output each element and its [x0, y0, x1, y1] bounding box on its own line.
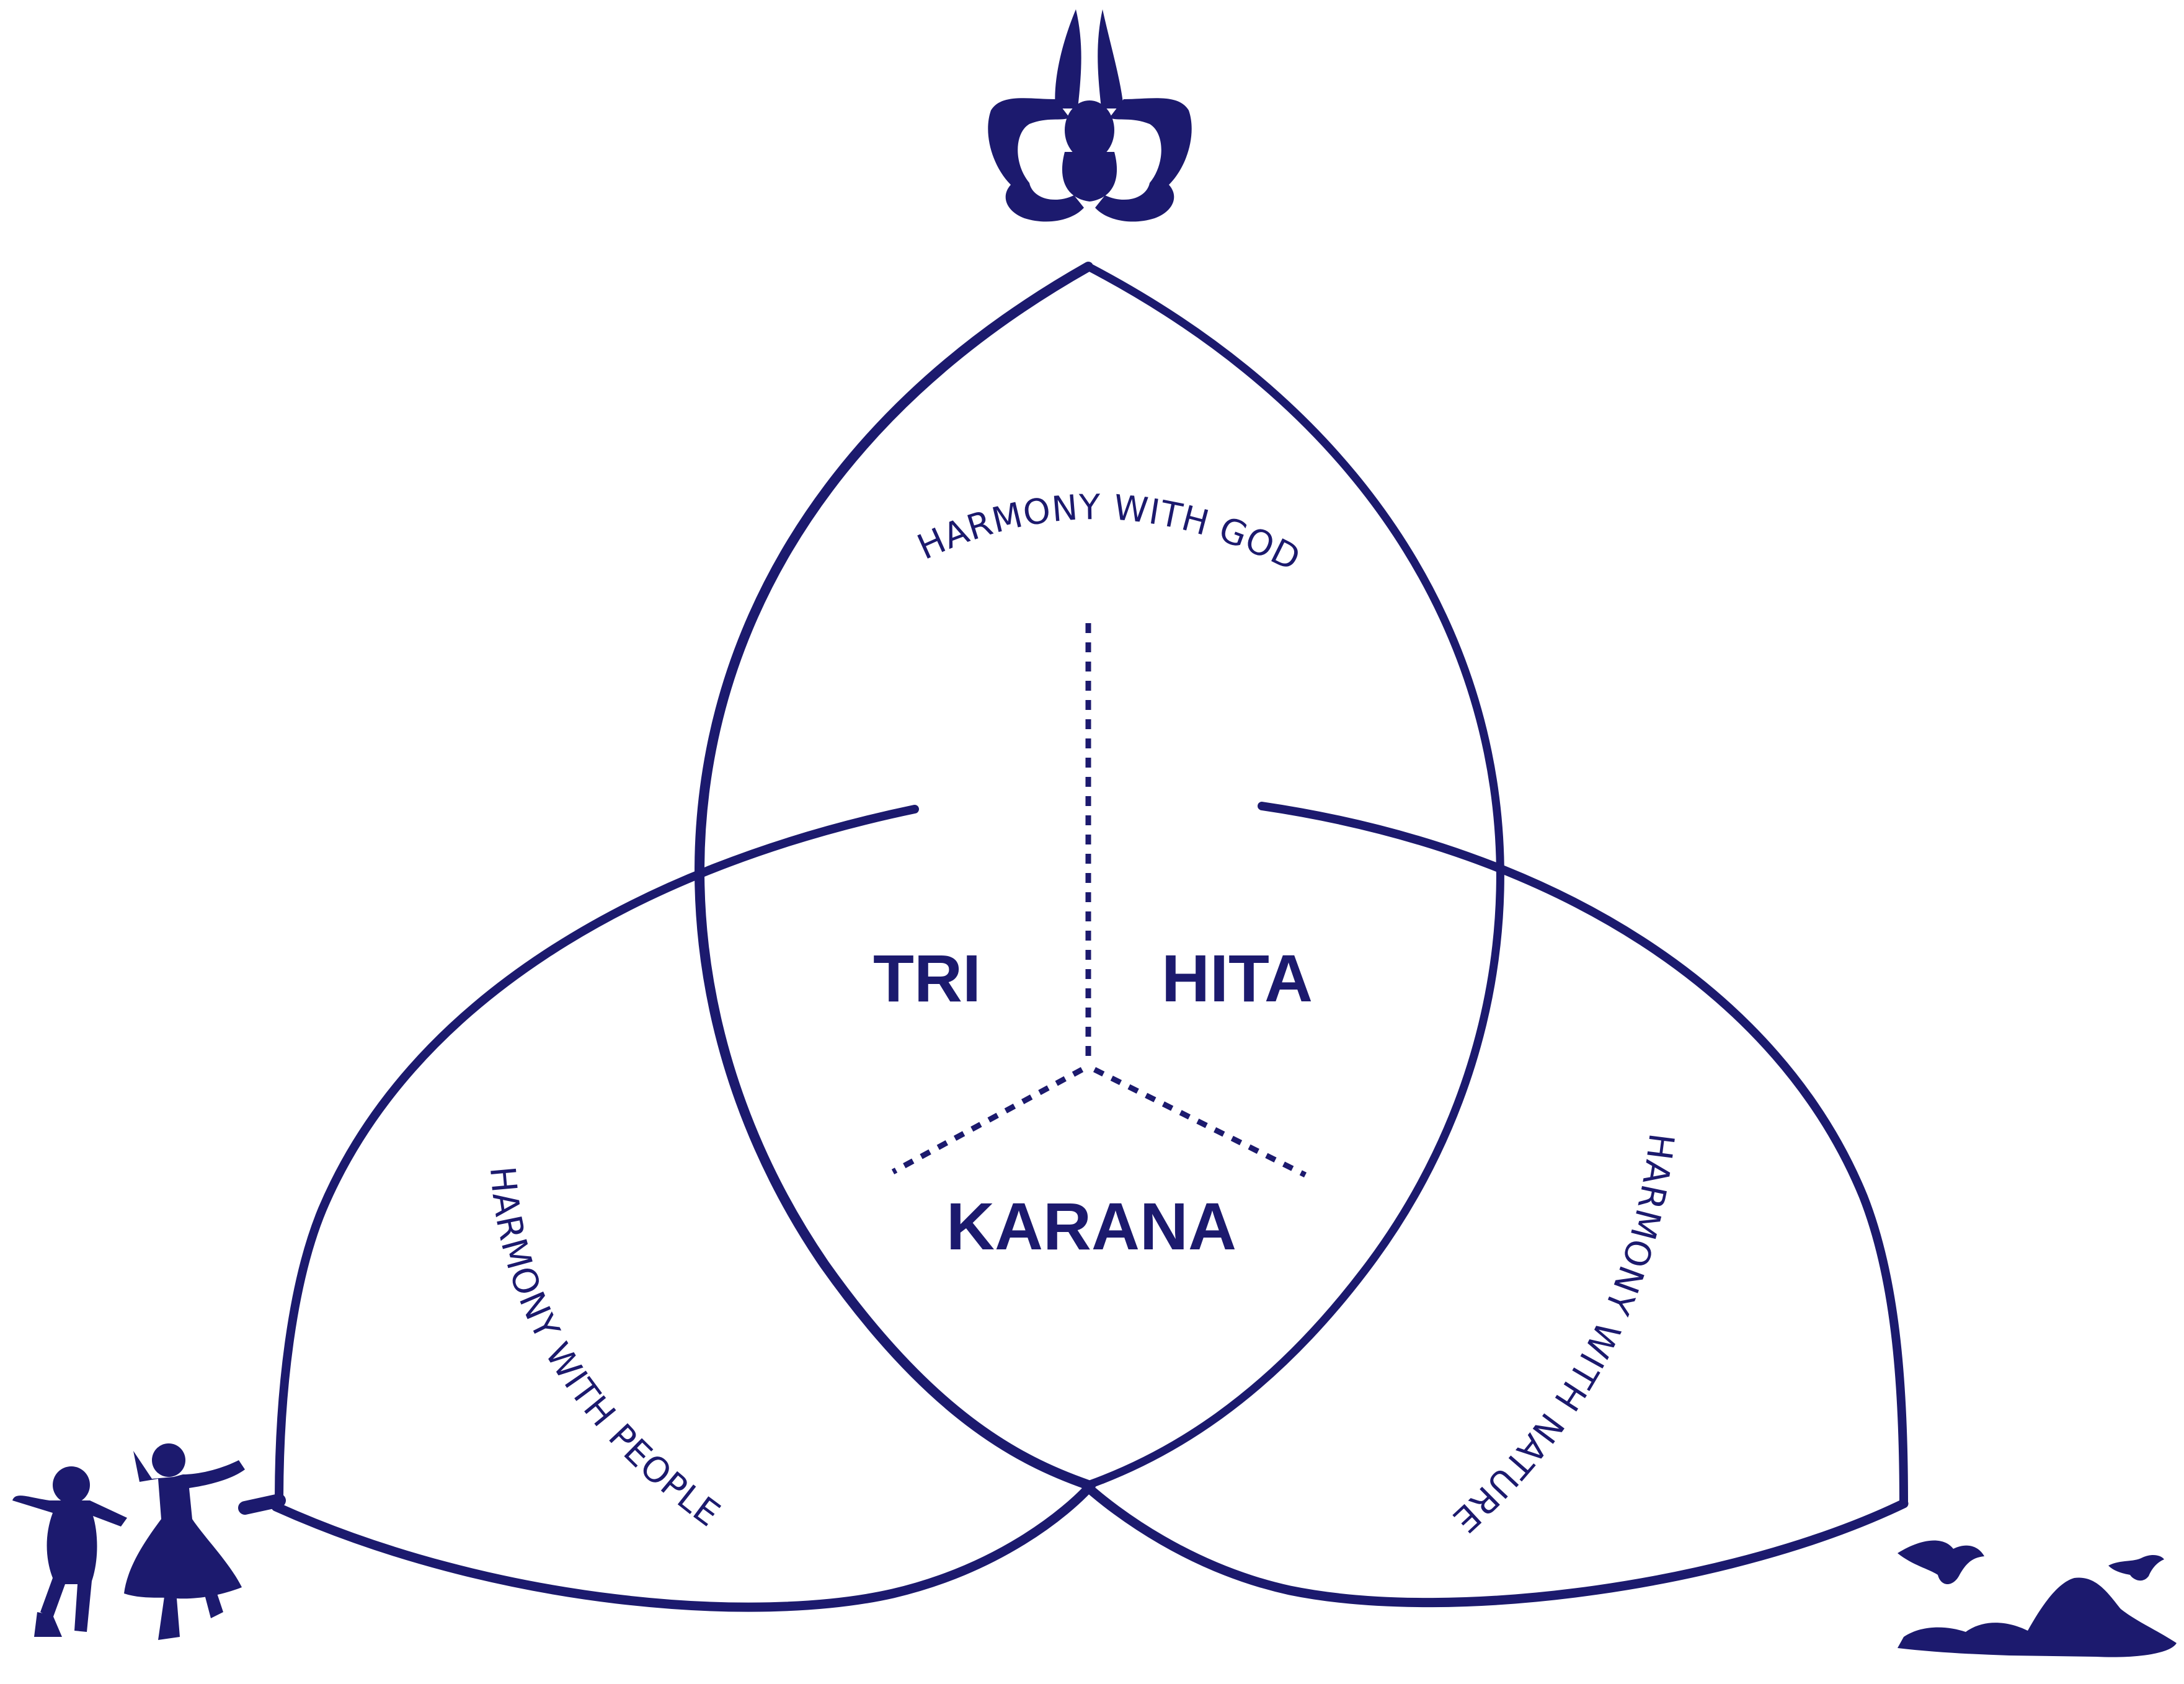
right-lobe [1080, 802, 1909, 1608]
label-harmony-people-text: HARMONY WITH PEOPLE [482, 1165, 727, 1535]
top-lobe-left-arc [695, 262, 1093, 1490]
left-lobe [238, 805, 1096, 1612]
top-lobe-right-arc [1084, 262, 1504, 1489]
label-harmony-god-text: HARMONY WITH GOD [912, 487, 1306, 579]
dancing-couple-icon [12, 1443, 245, 1640]
divider-left [891, 1067, 1084, 1174]
praying-hands-icon [988, 9, 1192, 222]
label-harmony-god: HARMONY WITH GOD [912, 487, 1307, 579]
word-hita: HITA [1161, 941, 1313, 1016]
word-karana: KARANA [946, 1189, 1236, 1264]
top-lobe [695, 262, 1504, 1490]
word-tri: TRI [873, 941, 981, 1016]
center-dividers [891, 623, 1307, 1178]
left-lobe-lower-arc [271, 1480, 1096, 1612]
label-harmony-nature: HARMONY WITH NATURE [1444, 1131, 1681, 1540]
right-lobe-upper-arc [1258, 802, 1908, 1508]
left-lobe-bottom-edge [238, 1494, 286, 1515]
divider-right [1093, 1066, 1307, 1178]
right-lobe-lower-arc [1080, 1480, 1909, 1608]
birds-and-mountain-icon [1898, 1540, 2177, 1657]
label-harmony-people: HARMONY WITH PEOPLE [482, 1165, 727, 1535]
left-lobe-upper-arc [275, 805, 919, 1505]
label-harmony-nature-text: HARMONY WITH NATURE [1444, 1131, 1680, 1540]
